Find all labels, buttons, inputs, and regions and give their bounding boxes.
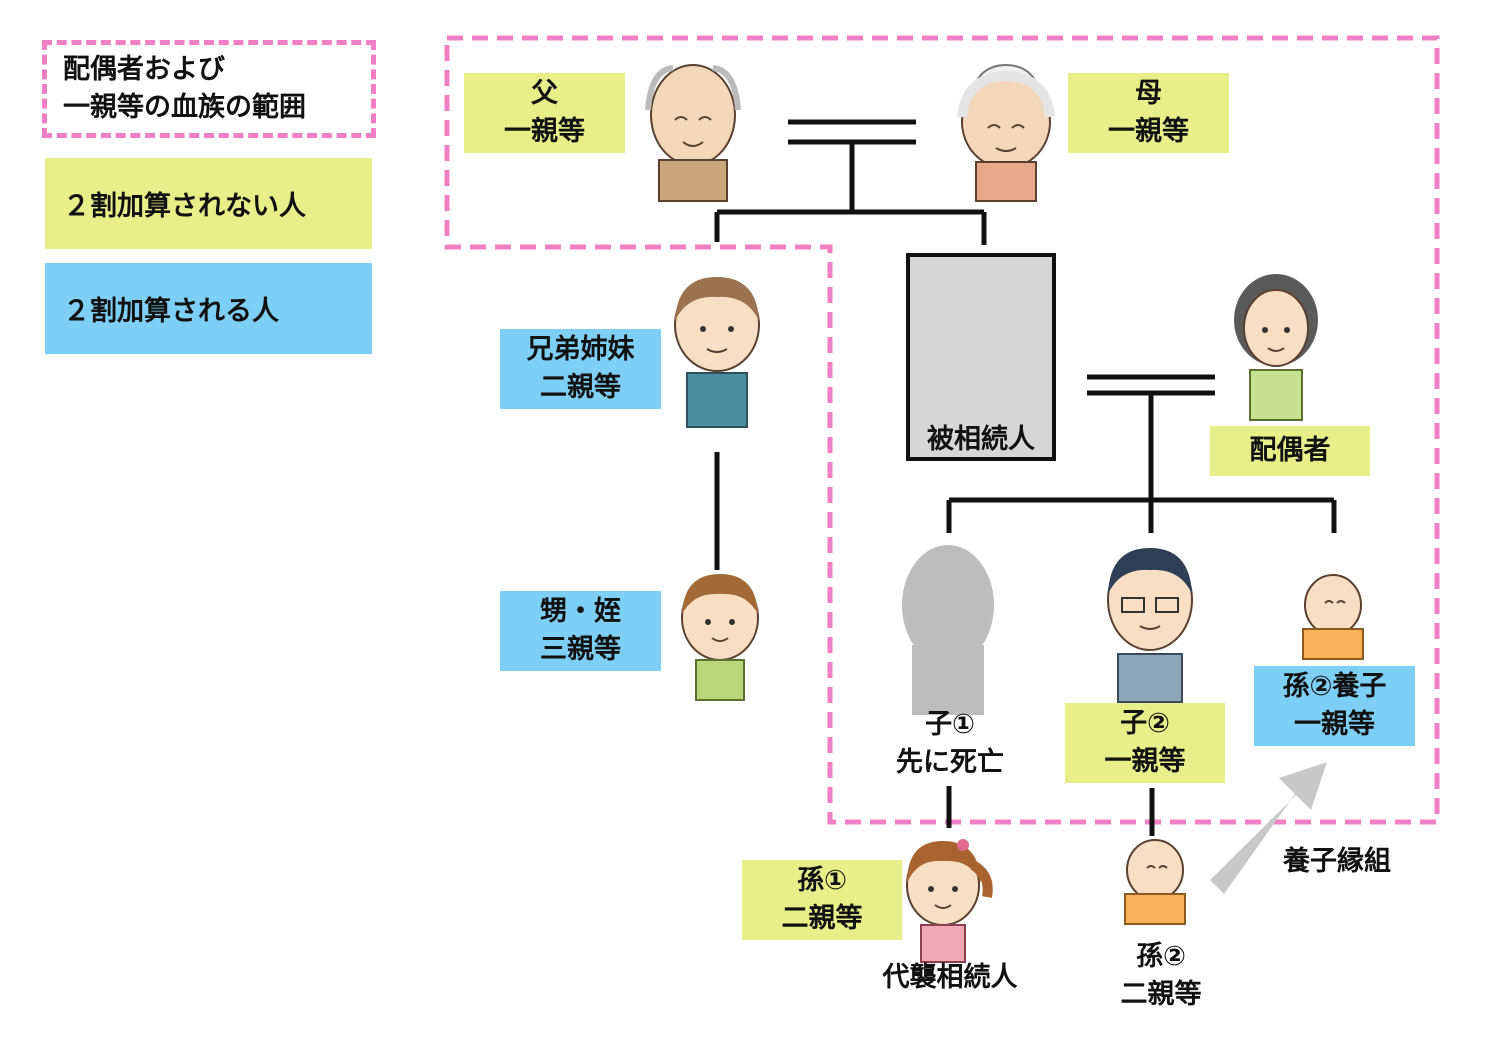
siblings-degree: 二親等 <box>540 372 621 403</box>
child1-status: 先に死亡 <box>896 747 1004 778</box>
father-name: 父 <box>531 78 558 109</box>
spouse-name: 配偶者 <box>1249 435 1331 466</box>
range-boundary <box>444 35 1440 825</box>
legend-range: 配偶者および 一親等の血族の範囲 <box>42 40 376 138</box>
grandchild1-portrait <box>906 839 993 963</box>
grandchild2-label: 孫② 二親等 <box>1086 936 1236 1016</box>
grandchild2-portrait <box>1124 839 1186 925</box>
adoption-arrow <box>1210 762 1327 894</box>
deceased-label: 被相続人 <box>910 420 1052 460</box>
father-degree: 一親等 <box>504 116 585 147</box>
legend-range-line2: 一親等の血族の範囲 <box>63 92 306 123</box>
child2-degree: 一親等 <box>1104 746 1186 777</box>
mother-label: 母 一親等 <box>1068 73 1229 153</box>
nephew-label: 甥・姪 三親等 <box>500 591 661 671</box>
child1-name: 子① <box>925 709 975 740</box>
legend-no-surcharge-text: ２割加算されない人 <box>63 191 306 222</box>
grandchild1-note: 代襲相続人 <box>862 958 1038 998</box>
mother-portrait <box>957 64 1055 202</box>
grandchild2-degree: 二親等 <box>1120 979 1202 1010</box>
grandchild1-degree: 二親等 <box>781 903 863 934</box>
father-label: 父 一親等 <box>464 73 625 153</box>
nephew-degree: 三親等 <box>540 634 621 665</box>
child1-silhouette <box>902 545 994 715</box>
legend-surcharge: ２割加算される人 <box>45 263 372 354</box>
child2-portrait <box>1107 548 1193 703</box>
deceased-photo-frame <box>906 253 1056 461</box>
deceased-name: 被相続人 <box>927 424 1035 455</box>
child2-label: 子② 一親等 <box>1065 703 1225 783</box>
legend-no-surcharge: ２割加算されない人 <box>45 158 372 249</box>
adopted-grandchild-degree: 一親等 <box>1294 709 1375 740</box>
grandchild2-name: 孫② <box>1136 941 1186 972</box>
adopted-grandchild-name: 孫②養子 <box>1282 671 1387 702</box>
grandchild1-note-text: 代襲相続人 <box>882 962 1018 993</box>
adopted-grandchild-portrait <box>1302 574 1364 660</box>
siblings-name: 兄弟姉妹 <box>526 334 635 365</box>
mother-name: 母 <box>1135 78 1162 109</box>
child2-name: 子② <box>1120 708 1170 739</box>
adoption-label-text: 養子縁組 <box>1283 846 1391 877</box>
siblings-label: 兄弟姉妹 二親等 <box>500 329 661 409</box>
spouse-marriage-line <box>946 374 1337 533</box>
nephew-name: 甥・姪 <box>540 596 621 627</box>
spouse-portrait <box>1234 274 1318 421</box>
child1-label: 子① 先に死亡 <box>872 704 1028 784</box>
legend-range-line1: 配偶者および <box>63 54 225 85</box>
parents-marriage-line <box>714 119 987 245</box>
grandchild1-label: 孫① 二親等 <box>742 860 902 940</box>
grandchild1-name: 孫① <box>797 865 847 896</box>
adoption-label: 養子縁組 <box>1262 842 1412 882</box>
father-portrait <box>645 64 741 202</box>
mother-degree: 一親等 <box>1108 116 1189 147</box>
spouse-label: 配偶者 <box>1210 426 1370 476</box>
legend-surcharge-text: ２割加算される人 <box>63 296 279 327</box>
adopted-grandchild-label: 孫②養子 一親等 <box>1254 666 1415 746</box>
nephew-portrait <box>681 574 759 701</box>
siblings-portrait <box>674 277 760 428</box>
